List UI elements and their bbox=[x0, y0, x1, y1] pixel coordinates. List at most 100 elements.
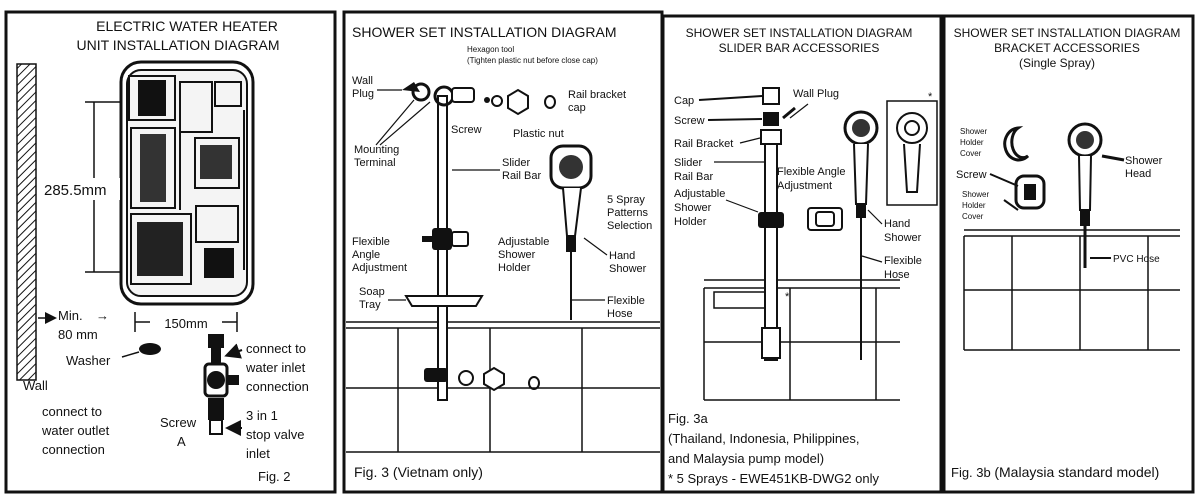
fig3a-shower-holder bbox=[758, 207, 843, 231]
fig3a-adj-line2: Shower bbox=[674, 202, 712, 214]
mounting-line1: Mounting bbox=[354, 144, 399, 156]
soap-line1: Soap bbox=[359, 286, 385, 298]
top-bracket-parts bbox=[402, 82, 556, 116]
fig3-flex-line1: Flexible bbox=[352, 236, 390, 248]
fig3-screw-label: Screw bbox=[451, 124, 482, 136]
fig3-bottom-bracket bbox=[424, 366, 540, 392]
spray-line1: 5 Spray bbox=[607, 194, 645, 206]
wall-hatch bbox=[16, 63, 37, 381]
spray-line3: Selection bbox=[607, 220, 652, 232]
fig2-title-line1: ELECTRIC WATER HEATER bbox=[96, 18, 278, 34]
fig3a-panel: SHOWER SET INSTALLATION DIAGRAM SLIDER B… bbox=[661, 14, 943, 494]
slider-line1: Slider bbox=[502, 157, 530, 169]
rail-cap-line2: cap bbox=[568, 102, 586, 114]
fig3a-cap bbox=[762, 87, 780, 105]
shower-holder-shape bbox=[1003, 174, 1046, 211]
fig2-panel: ELECTRIC WATER HEATER UNIT INSTALLATION … bbox=[4, 10, 337, 494]
fig3-hose-line2: Hose bbox=[607, 308, 633, 320]
fig3-hand-line1: Hand bbox=[609, 250, 635, 262]
holder-line3: Cover bbox=[962, 212, 984, 221]
fig3a-caption-line2: (Thailand, Indonesia, Philippines, bbox=[668, 431, 860, 446]
fig3b-shower-head bbox=[1067, 122, 1103, 268]
mounting-line2: Terminal bbox=[354, 157, 396, 169]
fig3a-caption-line3: and Malaysia pump model) bbox=[668, 451, 824, 466]
screw-a-line1: Screw bbox=[160, 415, 197, 430]
wall-plug-line2: Plug bbox=[352, 88, 374, 100]
fig3a-caption-line4: * 5 Sprays - EWE451KB-DWG2 only bbox=[668, 471, 879, 486]
fig3a-title-line2: SLIDER BAR ACCESSORIES bbox=[719, 41, 880, 55]
fig3a-rail-bracket-label: Rail Bracket bbox=[674, 138, 733, 150]
valve-line1: 3 in 1 bbox=[246, 408, 278, 423]
fig3a-flex-line2: Adjustment bbox=[777, 180, 832, 192]
fig3a-bar-star: * bbox=[785, 291, 790, 303]
fig3-flex-line3: Adjustment bbox=[352, 262, 407, 274]
washer-label: Washer bbox=[66, 353, 111, 368]
fig3a-inset-star: * bbox=[928, 91, 933, 103]
width-dimension: 150mm bbox=[164, 316, 207, 331]
fig3-shower-holder bbox=[422, 228, 469, 250]
spray-line2: Patterns bbox=[607, 207, 648, 219]
plastic-nut-label: Plastic nut bbox=[513, 128, 564, 140]
fig3-adj-line3: Holder bbox=[498, 262, 531, 274]
fig3-panel: SHOWER SET INSTALLATION DIAGRAM Hexagon … bbox=[342, 10, 664, 494]
slider-line2: Rail Bar bbox=[502, 170, 541, 182]
fig3b-caption: Fig. 3b (Malaysia standard model) bbox=[951, 464, 1159, 480]
hex-tool-line1: Hexagon tool bbox=[467, 45, 514, 54]
fig3b-title-line2: BRACKET ACCESSORIES bbox=[994, 41, 1140, 55]
fig3-hose-line1: Flexible bbox=[607, 295, 645, 307]
inlet-line2: water inlet bbox=[245, 360, 306, 375]
fig3b-caption-prefix: Fig. 3b bbox=[951, 465, 994, 480]
fig3a-flex-line1: Flexible Angle bbox=[777, 166, 846, 178]
fig3-hand-line2: Shower bbox=[609, 263, 647, 275]
valve-line2: stop valve bbox=[246, 427, 305, 442]
outlet-line1: connect to bbox=[42, 404, 102, 419]
fig3-hand-shower bbox=[549, 144, 593, 320]
fig2-title-line2: UNIT INSTALLATION DIAGRAM bbox=[76, 37, 279, 53]
rail-cap-line1: Rail bracket bbox=[568, 89, 626, 101]
wall-label: Wall bbox=[23, 378, 48, 393]
fig3a-hose-line1: Flexible bbox=[884, 255, 922, 267]
fig3a-screw-label: Screw bbox=[674, 115, 705, 127]
fig3-adj-line2: Shower bbox=[498, 249, 536, 261]
fig3a-caption-line1: Fig. 3a bbox=[668, 411, 709, 426]
hex-tool-line2: (Tighten plastic nut before close cap) bbox=[467, 56, 598, 65]
fig3b-panel: SHOWER SET INSTALLATION DIAGRAM BRACKET … bbox=[942, 14, 1195, 494]
inlet-line1: connect to bbox=[246, 341, 306, 356]
outlet-line2: water outlet bbox=[41, 423, 110, 438]
height-dimension: 285.5mm bbox=[44, 182, 107, 199]
fig3b-frame bbox=[942, 14, 1195, 494]
holder-cover-line1: Shower bbox=[960, 127, 987, 136]
fig3a-slider-line2: Rail Bar bbox=[674, 171, 713, 183]
fig3b-title-line1: SHOWER SET INSTALLATION DIAGRAM bbox=[954, 26, 1181, 40]
min-value: 80 mm bbox=[58, 327, 98, 342]
washer-shape bbox=[139, 343, 161, 355]
fig3a-hand-line1: Hand bbox=[884, 218, 910, 230]
stop-valve-assembly bbox=[203, 334, 239, 435]
holder-cover-shape bbox=[1003, 126, 1030, 162]
fig3a-adj-line3: Holder bbox=[674, 216, 707, 228]
fig3a-hose-line2: Hose bbox=[884, 269, 910, 281]
fig3a-wall-plug-label: Wall Plug bbox=[793, 88, 839, 100]
fig3b-caption-main: (Malaysia standard model) bbox=[994, 464, 1159, 480]
fig3a-title-line1: SHOWER SET INSTALLATION DIAGRAM bbox=[686, 26, 913, 40]
heater-unit bbox=[119, 60, 255, 306]
fig3a-hand-shower bbox=[843, 110, 879, 360]
min-label: Min. bbox=[58, 308, 83, 323]
fig3a-frame bbox=[661, 14, 943, 494]
wall-plug-line1: Wall bbox=[352, 75, 373, 87]
fig3b-title-line3: (Single Spray) bbox=[1019, 56, 1095, 70]
fig3b-screw-label: Screw bbox=[956, 169, 987, 181]
fig2-caption: Fig. 2 bbox=[258, 469, 291, 484]
soap-line2: Tray bbox=[359, 299, 381, 311]
valve-line3: inlet bbox=[246, 446, 270, 461]
holder-line2: Holder bbox=[962, 201, 986, 210]
holder-line1: Shower bbox=[962, 190, 989, 199]
fig3a-inset bbox=[886, 100, 938, 206]
fig3a-slider-line1: Slider bbox=[674, 157, 702, 169]
shower-head-line2: Head bbox=[1125, 168, 1151, 180]
fig3-adj-line1: Adjustable bbox=[498, 236, 549, 248]
holder-cover-line2: Holder bbox=[960, 138, 984, 147]
fig2-frame bbox=[4, 10, 337, 494]
fig3a-adj-line1: Adjustable bbox=[674, 188, 725, 200]
